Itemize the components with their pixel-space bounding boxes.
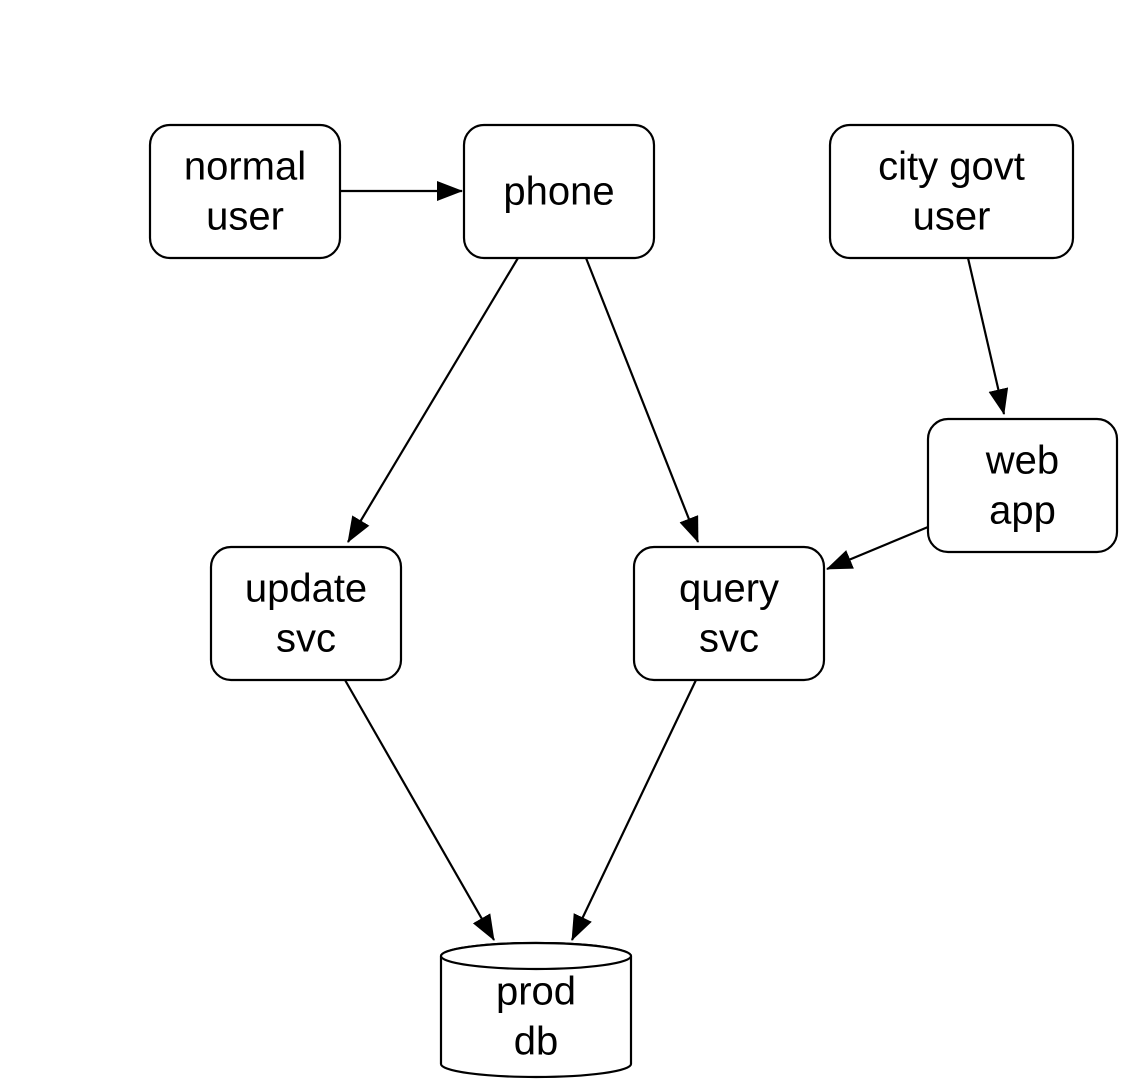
edge-city-govt-user-to-web-app (966, 257, 1009, 415)
node-web-app: web app (926, 417, 1119, 554)
node-phone: phone (462, 123, 656, 260)
node-box (632, 545, 826, 682)
node-query-svc: query svc (632, 545, 826, 682)
node-label-line: city govt (878, 145, 1025, 189)
node-label-line: normal (184, 145, 306, 189)
node-box (209, 545, 403, 682)
node-box (148, 123, 342, 260)
node-update-svc: update svc (209, 545, 403, 682)
node-box (926, 417, 1119, 554)
node-label-line: update (245, 567, 367, 611)
node-label-line: prod (496, 970, 576, 1014)
node-city-govt-user: city govt user (828, 123, 1075, 260)
node-label-line: phone (503, 170, 614, 214)
edges (340, 181, 1009, 941)
node-label-line: svc (699, 617, 759, 661)
node-label-line: query (679, 567, 779, 611)
node-normal-user: normal user (148, 123, 342, 260)
node-label-line: user (913, 195, 991, 239)
node-label-line: user (206, 195, 284, 239)
node-label-line: web (985, 439, 1059, 483)
edge-web-app-to-query-svc (826, 525, 929, 571)
database-cylinder-top (439, 941, 633, 971)
edge-phone-to-update-svc (347, 257, 519, 543)
node-box (828, 123, 1075, 260)
node-prod-db: prod db (439, 941, 633, 1079)
edge-phone-to-query-svc (584, 257, 700, 543)
nodes: normal user phone city govt user web app update… (148, 123, 1119, 1079)
node-box (462, 123, 656, 260)
node-label-line: app (989, 489, 1056, 533)
node-label-line: db (514, 1020, 559, 1064)
edge-update-svc-to-prod-db (344, 679, 495, 941)
edge-query-svc-to-prod-db (571, 679, 697, 941)
node-label-line: svc (276, 617, 336, 661)
